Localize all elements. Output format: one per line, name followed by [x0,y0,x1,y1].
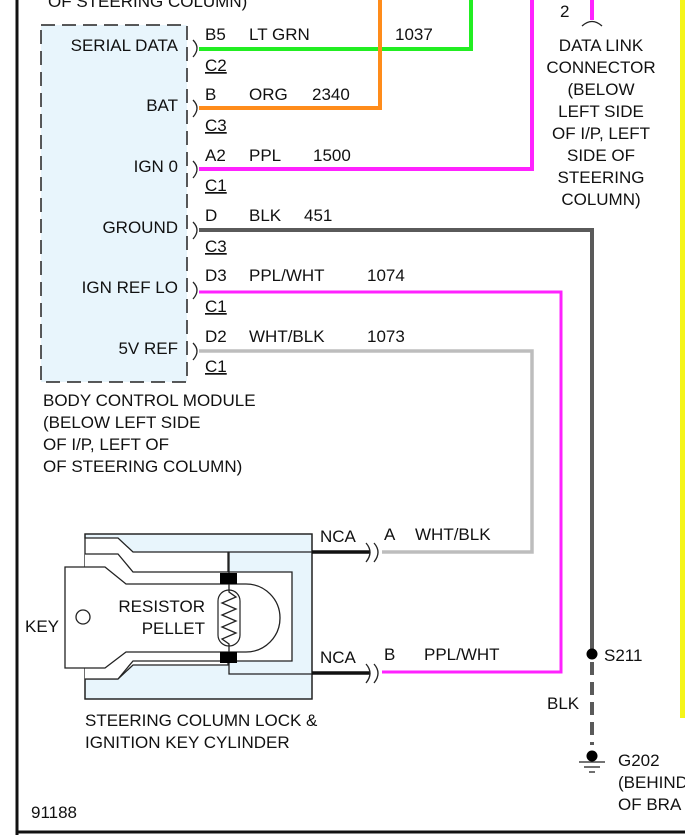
wire-lt-grn [199,0,473,51]
pin-id: D3 [205,266,227,285]
connector-id: C3 [205,237,227,256]
wire-wht-blk [199,349,534,554]
wire-color-label: WHT/BLK [249,327,325,346]
bcm-caption: (BELOW LEFT SIDE [43,413,200,432]
wire-blk [199,228,594,650]
key-cavity-outline [85,553,293,680]
circuit-number: 2340 [312,85,350,104]
wire-color-label: PPL [249,146,281,165]
yellow-panel [680,0,685,718]
circuit-number: 451 [304,206,332,225]
contact-top [220,573,237,584]
bcm-caption: BODY CONTROL MODULE [43,391,256,410]
connector-id: C2 [205,56,227,75]
connector-bracket-icon [373,542,379,563]
pin-id: A2 [205,146,226,165]
connector-id: C1 [205,357,227,376]
wire-ppl [199,0,534,171]
connector-id: C1 [205,297,227,316]
nca-label: NCA [320,648,357,667]
connector-bracket-icon [373,663,379,684]
ground-label: G202 [618,751,660,770]
terminal-wire-color: WHT/BLK [415,525,491,544]
terminal-pin: B [384,645,395,664]
connector-bracket-icon [365,542,371,563]
resistor-label: PELLET [142,619,205,638]
body-control-module [40,24,188,383]
splice-dot-icon [586,648,598,660]
circuit-number: 1500 [313,146,351,165]
bcm-caption: OF STEERING COLUMN) [43,457,242,476]
dlc-caption: STEERING [558,168,645,187]
lead-b [228,663,312,675]
connector-id: C3 [205,116,227,135]
ground-icon [579,750,605,773]
connector-bracket-icon [192,221,198,240]
dlc-caption: COLUMN) [561,190,640,209]
contact-bottom [220,652,237,663]
ground-caption: (BEHIND [618,773,685,792]
lock-cylinder-caption: STEERING COLUMN LOCK & [85,711,318,730]
dlc-caption: DATA LINK [559,36,644,55]
resistor-label: RESISTOR [118,597,205,616]
wire-ppl-wht [199,290,563,674]
wire-color-label: PPL/WHT [249,266,325,285]
dlc-connector-icon [581,20,603,27]
pin-id: D2 [205,327,227,346]
bcm-pin-name: SERIAL DATA [71,36,179,55]
connector-bracket-icon [192,342,198,361]
key-hole-icon [75,609,91,625]
dlc-caption: OF I/P, LEFT [552,124,650,143]
lock-cylinder-caption: IGNITION KEY CYLINDER [85,733,290,752]
figure-number: 91188 [31,803,77,822]
wire-org [199,0,382,110]
resistor-icon [220,584,238,652]
pin-id: B [205,85,216,104]
circuit-number: 1074 [367,266,405,285]
dlc-pin: 2 [560,2,569,21]
pin-id: D [205,206,217,225]
connector-bracket-icon [192,160,198,179]
bcm-pin-name: GROUND [102,218,178,237]
bcm-caption: OF I/P, LEFT OF [43,435,169,454]
terminal-pin: A [384,525,396,544]
splice-wire-color: BLK [547,694,580,713]
circuit-number: 1037 [395,25,433,44]
bcm-pin-name: BAT [146,96,178,115]
top-caption: OF STEERING COLUMN) [48,0,247,11]
dlc-caption: SIDE OF [567,146,635,165]
wire-color-label: BLK [249,206,282,225]
connector-bracket-icon [192,99,198,118]
splice-label: S211 [604,646,642,665]
nca-label: NCA [320,527,357,546]
connector-id: C1 [205,176,227,195]
dlc-caption: CONNECTOR [546,58,655,77]
connector-bracket-icon [192,281,198,300]
lead-a [228,551,312,573]
bcm-pin-name: IGN REF LO [82,278,178,297]
pin-id: B5 [205,25,226,44]
bcm-pin-name: 5V REF [118,339,178,358]
key-label: KEY [25,617,59,636]
connector-bracket-icon [192,39,198,58]
circuit-number: 1073 [367,327,405,346]
dlc-caption: LEFT SIDE [558,102,644,121]
terminal-wire-color: PPL/WHT [424,645,500,664]
dlc-caption: (BELOW [567,80,634,99]
ground-caption: OF BRA [618,795,682,814]
wire-color-label: LT GRN [249,25,310,44]
wire-color-label: ORG [249,85,288,104]
bcm-pin-name: IGN 0 [134,157,178,176]
connector-bracket-icon [365,663,371,684]
